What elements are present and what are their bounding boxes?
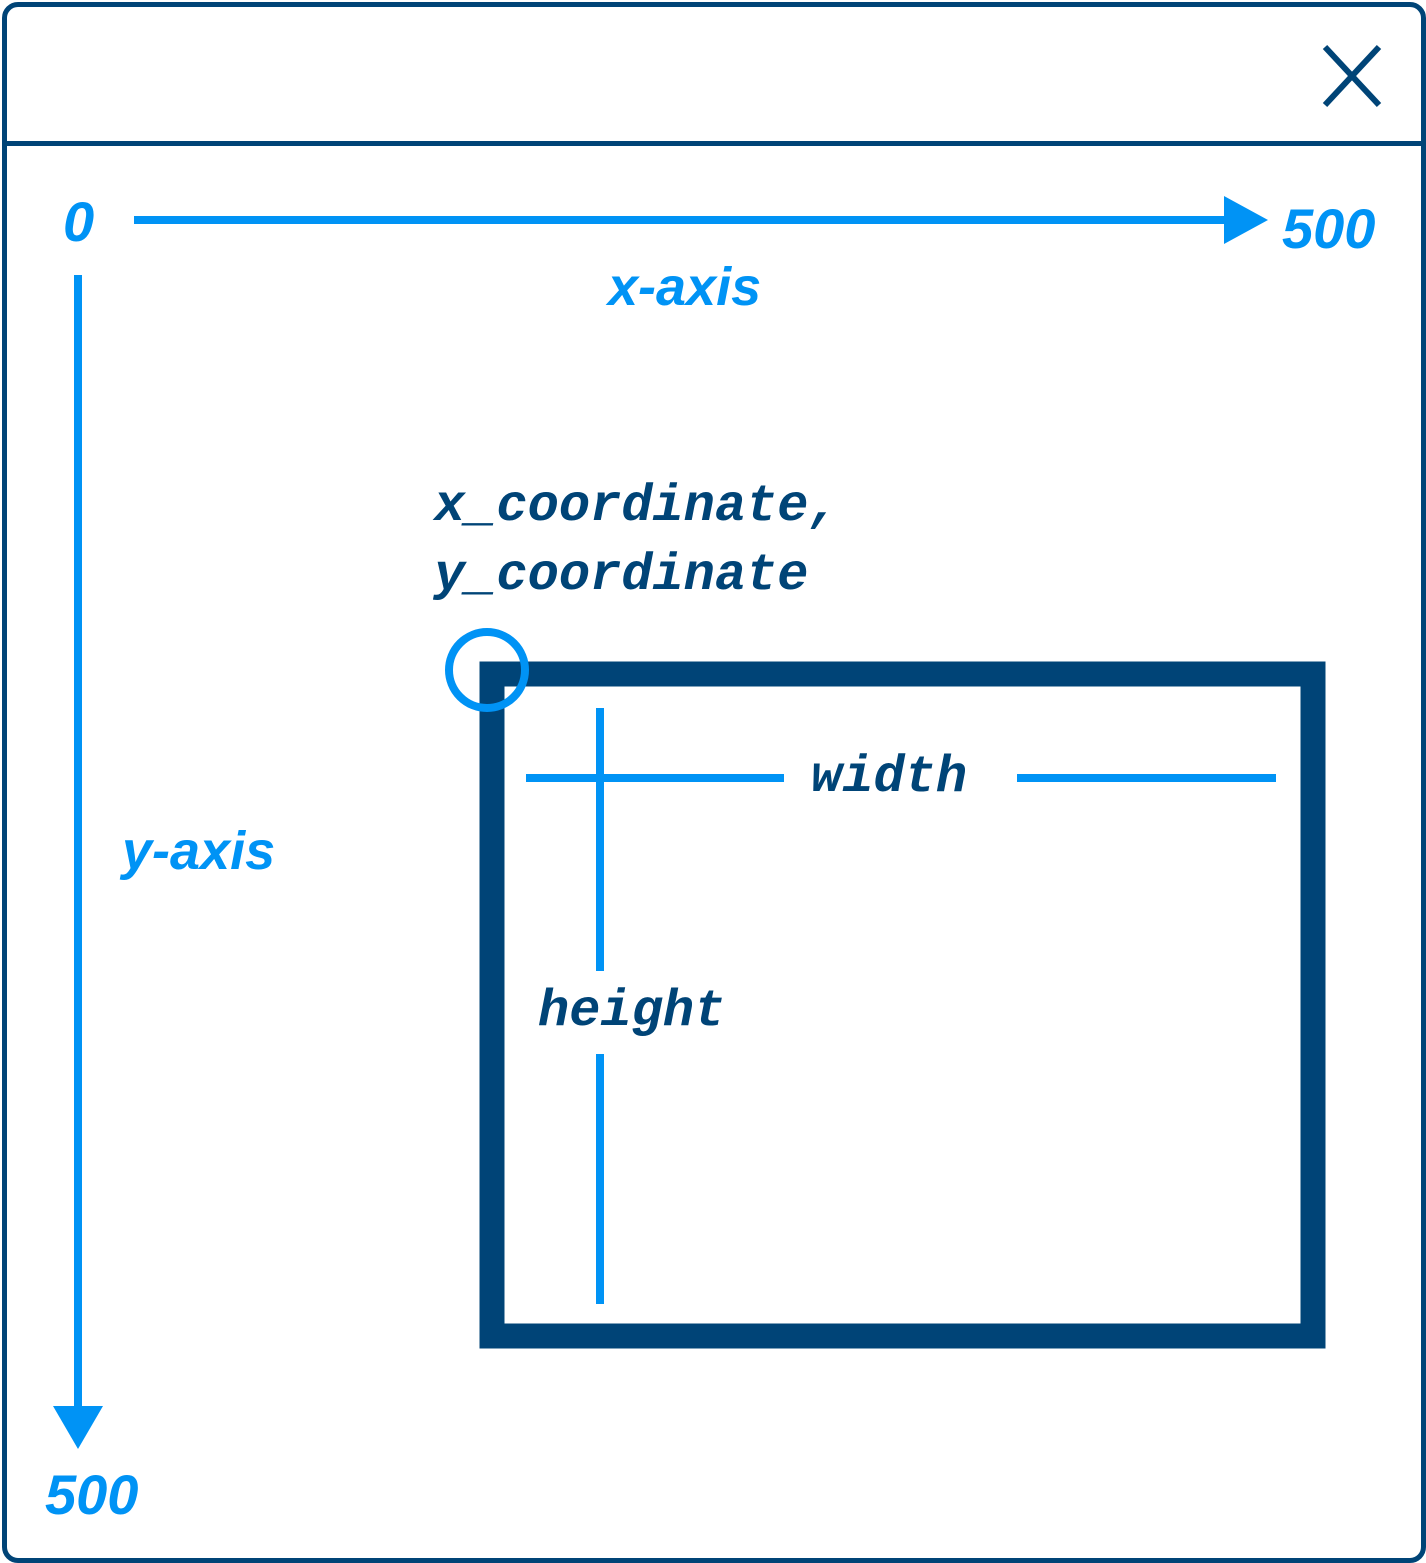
x-axis-arrow [134,196,1268,244]
origin-marker [445,628,529,712]
y-axis-end-label: 500 [45,1463,139,1526]
height-label: height [538,982,726,1041]
y-axis-arrow [53,275,103,1449]
x-axis-start-label: 0 [63,190,95,253]
window-titlebar [7,7,1421,146]
y-axis-name: y-axis [122,821,276,881]
origin-label-line1: x_coordinate, [434,477,840,536]
rectangle-outline [479,661,1326,1349]
close-icon [1322,44,1382,108]
origin-label-line2: y_coordinate [434,546,809,605]
close-button[interactable] [1313,39,1385,111]
x-axis-name: x-axis [608,257,762,317]
width-label: width [811,748,968,807]
x-axis-end-label: 500 [1282,197,1376,260]
